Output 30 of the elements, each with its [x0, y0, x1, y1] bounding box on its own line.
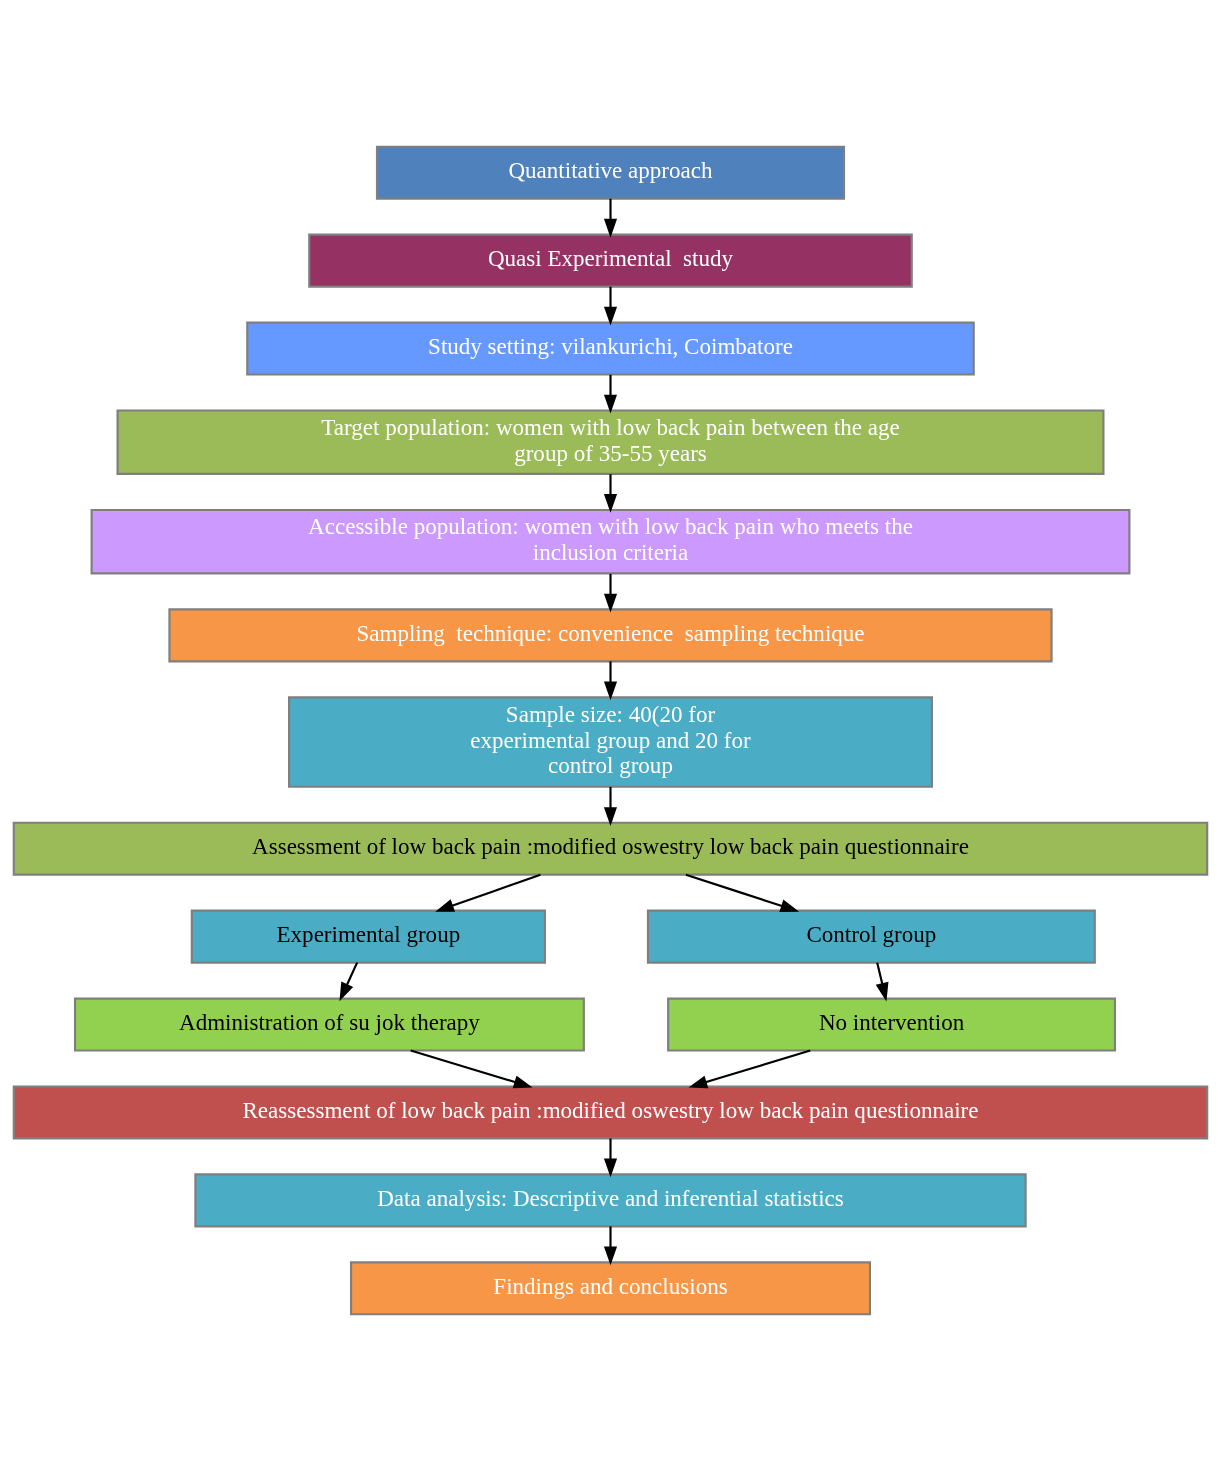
node-box: Administration of su jok therapy — [73, 997, 585, 1052]
arrow — [603, 198, 618, 238]
node-box: Target population: women with low back pain between the age group of 35-55 years — [116, 408, 1105, 475]
node-box: Study setting: vilankurichi, Coimbatore — [246, 321, 975, 376]
arrow — [339, 961, 359, 1001]
arrow — [435, 873, 541, 912]
arrow — [603, 286, 618, 326]
node-box: No intervention — [667, 997, 1117, 1052]
arrow — [603, 660, 618, 700]
arrow — [603, 473, 618, 513]
node-box: Control group — [646, 909, 1096, 964]
node-box: Sampling technique: convenience sampling technique — [168, 607, 1053, 662]
node-box: Findings and conclusions — [350, 1260, 872, 1315]
arrow — [685, 873, 800, 912]
arrow — [603, 1225, 618, 1265]
node-box: Data analysis: Descriptive and inferential statistics — [194, 1172, 1027, 1227]
node-box: Reassessment of low back pain :modified oswestry low back pain questionnaire — [12, 1084, 1209, 1139]
node-box: Quasi Experimental study — [308, 233, 913, 288]
arrow — [410, 1049, 533, 1088]
node-box: Assessment of low back pain :modified oswestry low back pain questionnaire — [12, 821, 1209, 876]
arrow — [603, 1138, 618, 1177]
node-box: Accessible population: women with low back pain who meets the inclusion criteria — [90, 508, 1131, 574]
arrow — [688, 1049, 811, 1088]
arrow — [875, 961, 889, 1001]
arrow — [603, 786, 618, 826]
arrow — [603, 374, 618, 413]
arrow — [603, 573, 618, 612]
node-box: Quantitative approach — [375, 145, 846, 200]
node-box: Sample size: 40(20 for experimental group and 20 for control group — [288, 695, 933, 788]
node-box: Experimental group — [190, 909, 546, 964]
